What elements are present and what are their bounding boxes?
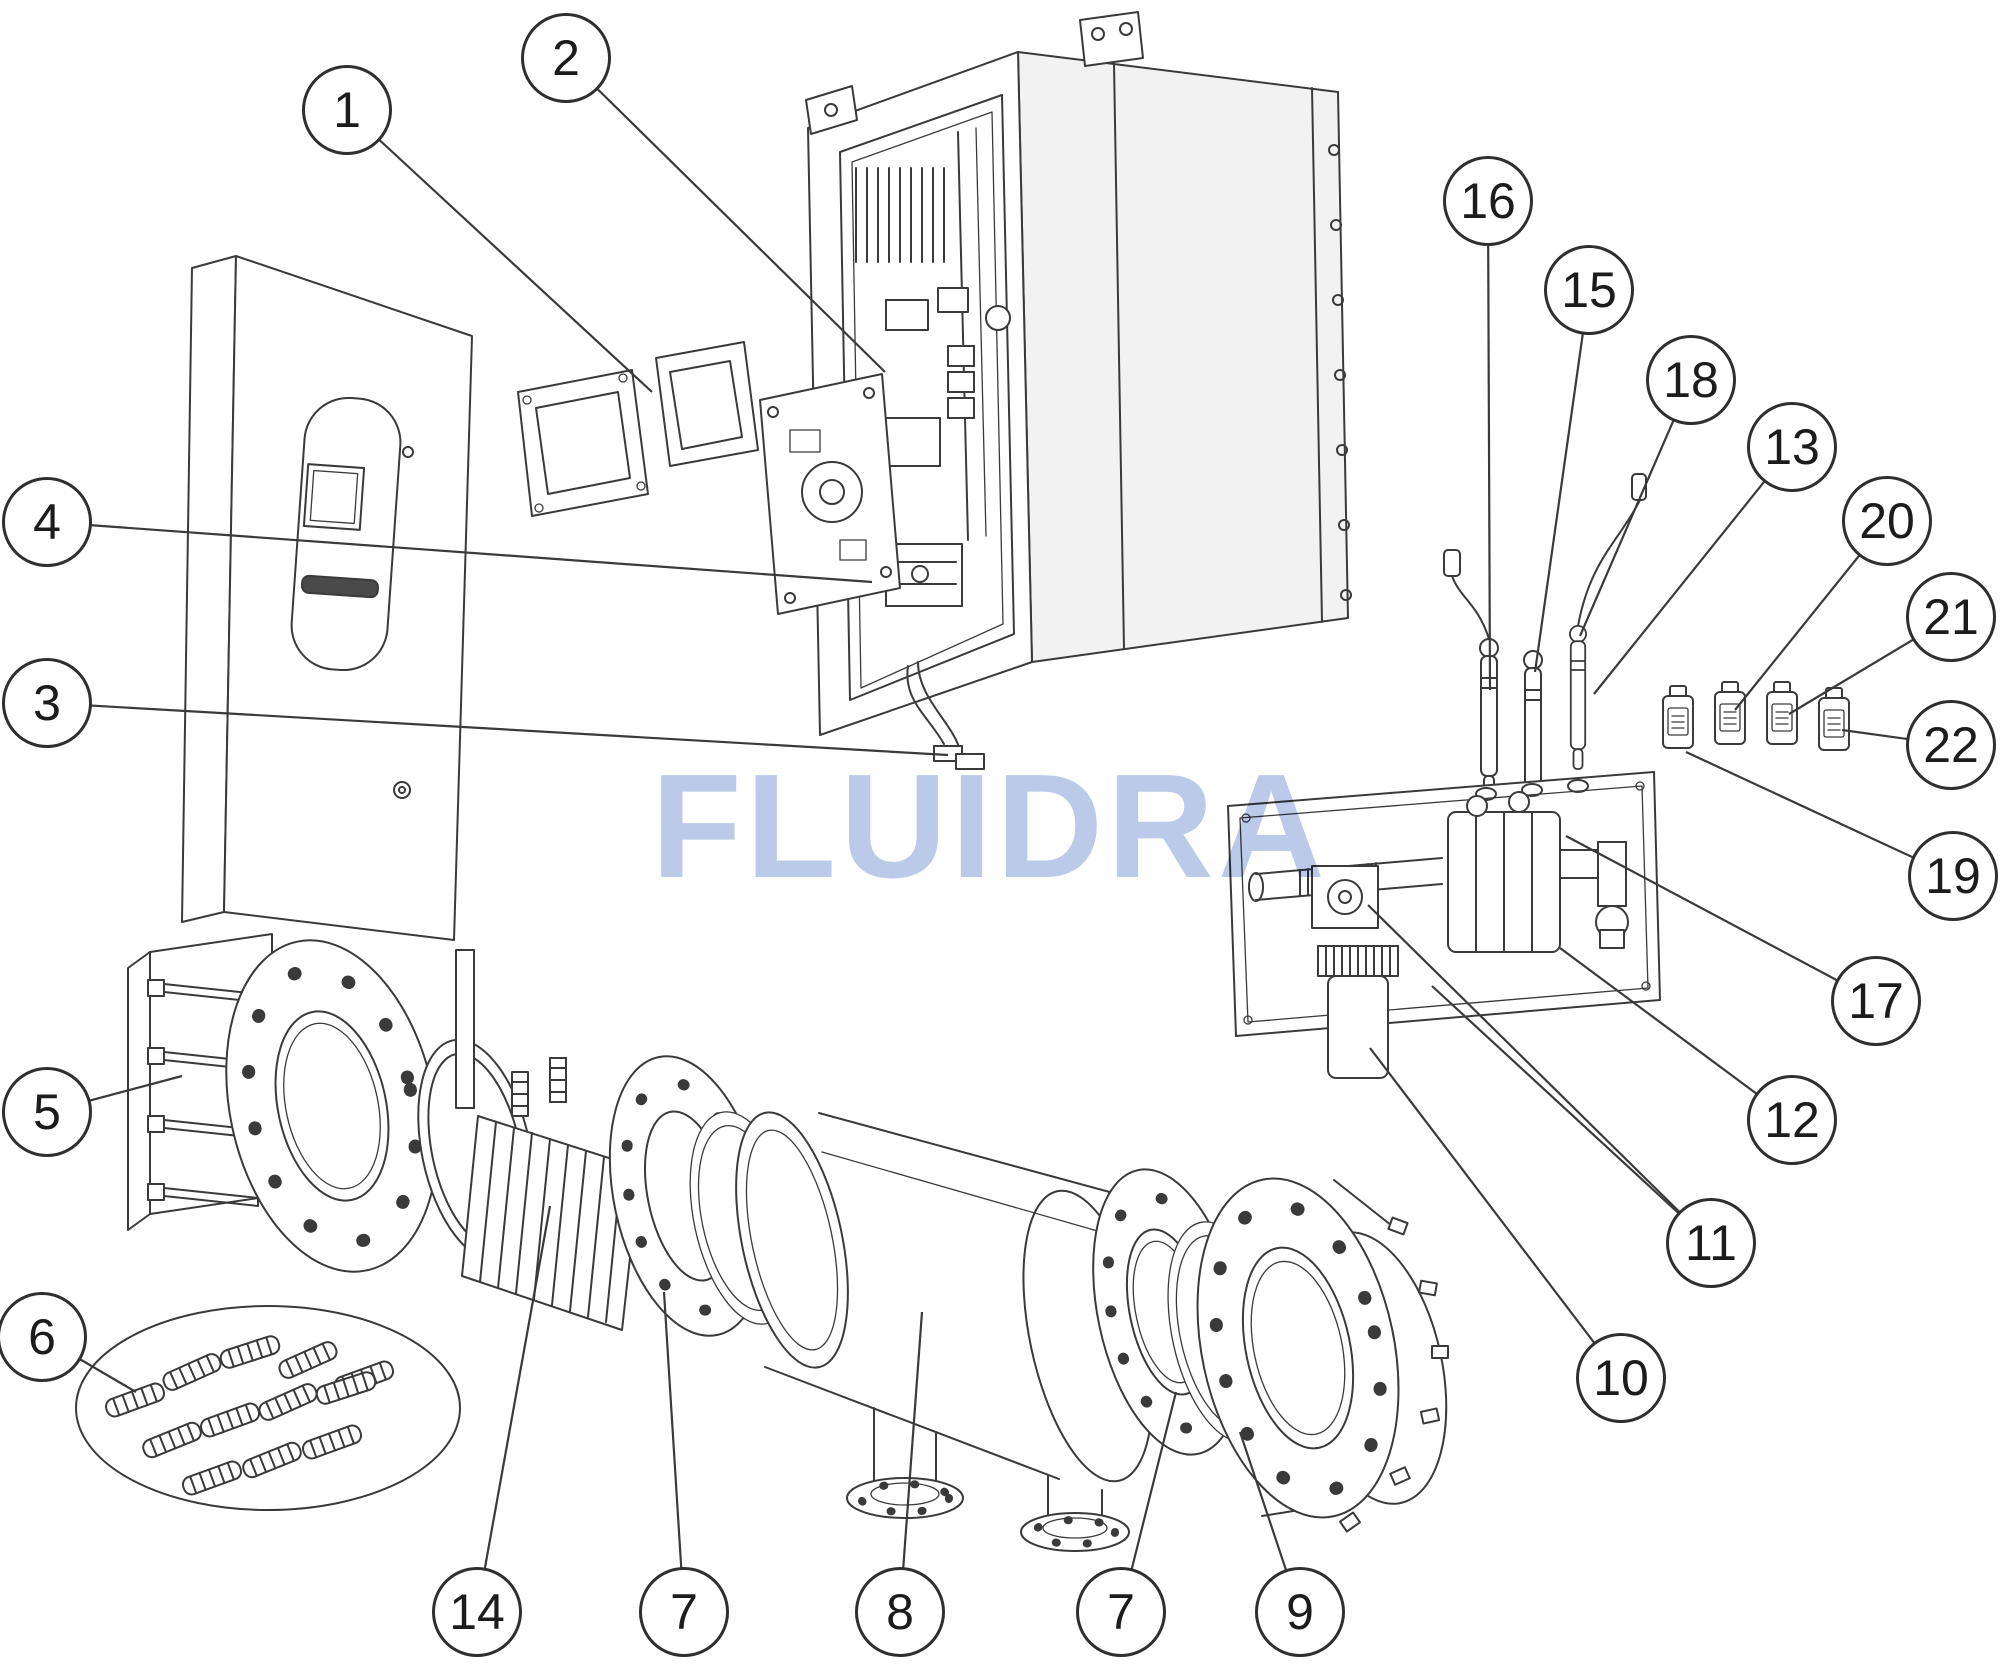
front-cover — [181, 255, 473, 941]
leader-line-18 — [1578, 379, 1693, 637]
leader-line-19 — [1685, 751, 1954, 877]
leader-line-7-right — [1119, 1391, 1178, 1613]
leader-line-21 — [1788, 616, 1952, 715]
leader-line-14 — [475, 1205, 552, 1613]
heatsink — [855, 167, 945, 263]
fluidra-watermark: FLUIDRA — [651, 744, 1329, 909]
leader-line-11 — [1431, 985, 1712, 1244]
bottom-stub-right — [1020, 1475, 1130, 1552]
leader-line-20 — [1734, 520, 1888, 711]
leader-line-7-left — [662, 1291, 686, 1613]
leader-line-16 — [1486, 200, 1492, 691]
electrode-stack — [455, 949, 641, 1331]
sensor-manifold — [1227, 771, 1661, 1079]
display-module — [517, 369, 649, 517]
leader-line-4 — [46, 520, 873, 584]
leader-line-8 — [898, 1311, 924, 1613]
spring-kit — [75, 1305, 461, 1511]
leader-line-12 — [1559, 947, 1793, 1121]
end-cap — [1196, 1177, 1449, 1533]
leader-line-1 — [346, 109, 653, 393]
leader-line-6 — [41, 1336, 137, 1393]
main-pcb — [883, 127, 1011, 541]
pump-bracket — [1311, 865, 1379, 929]
end-flange-left — [225, 939, 439, 1273]
probe-orp — [1443, 549, 1499, 799]
leader-line-17 — [1565, 835, 1877, 1002]
leader-line-15 — [1533, 289, 1591, 673]
leader-line-13 — [1593, 446, 1793, 695]
bottom-stub-left — [846, 1407, 964, 1519]
leader-line-3 — [46, 701, 949, 757]
leader-line-22 — [1841, 728, 1952, 747]
leader-line-10 — [1369, 1047, 1622, 1379]
flow-cell — [1447, 791, 1561, 953]
outlet-fittings — [1559, 841, 1629, 949]
mounting-plate — [759, 373, 901, 615]
display-frame — [655, 341, 759, 467]
leader-line-2 — [565, 57, 886, 373]
power-cables — [906, 661, 985, 770]
cell-body — [735, 1111, 1154, 1552]
leader-line-5 — [46, 1074, 183, 1114]
leader-line-11 — [1367, 904, 1712, 1244]
leader-line-9 — [1238, 1431, 1302, 1613]
